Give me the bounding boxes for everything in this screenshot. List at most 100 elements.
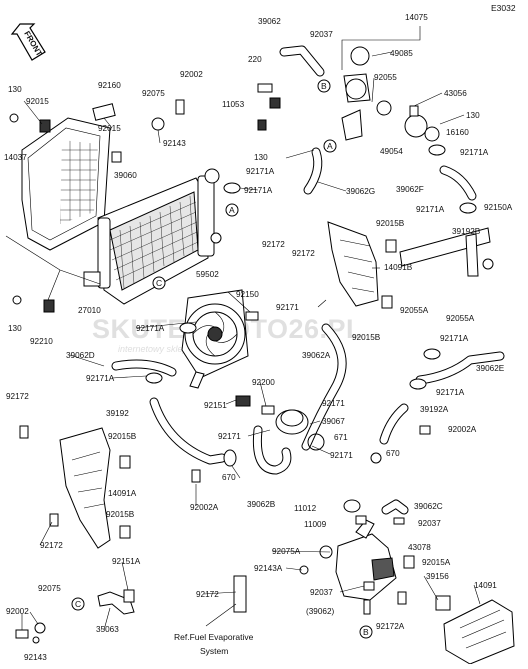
label-87: 92143 [24,653,47,662]
label-17: 130 [8,85,22,94]
label-30: 92172 [262,240,285,249]
front-arrow-icon: FRONT [10,23,46,61]
label-14: 92002 [180,70,203,79]
label-57: 92002A [448,425,477,434]
label-49: 92200 [252,378,275,387]
label-78: 92075 [38,584,61,593]
label-79: 92172 [196,590,219,599]
bolt-92002-b [15,629,29,639]
label-18: 92015 [98,124,121,133]
clamp-92171a-b [459,202,477,214]
bolt-92002a-b [191,469,201,483]
label-63: 670 [222,473,236,482]
label-68: 39062C [414,502,443,511]
side-guard-14091a [59,427,111,549]
cap-11012 [343,499,361,513]
watermark-sub: internetowy sklep motocyklowy [118,344,242,354]
label-3: 14075 [405,13,428,22]
bolt-92172a [397,591,407,605]
leader-lines [21,26,481,631]
label-56: 39067 [322,417,345,426]
bracket-92172-lower [233,575,247,613]
label-76: 92143A [254,564,283,573]
callout-c-upper-label: C [156,278,162,288]
collar-92143-b [32,636,40,644]
grommet-92075-b [34,622,46,634]
label-35: 59502 [196,270,219,279]
label-44: 92171A [440,334,469,343]
o-ring-92055 [376,100,392,116]
label-74: 43078 [408,543,431,552]
cap-16160 [424,126,440,142]
label-65: 92002A [190,503,219,512]
radiator-shroud-14037 [21,117,111,251]
washer-92200 [261,405,275,415]
label-71: 92037 [418,519,441,528]
bolt-92172-a [19,425,29,439]
callout-a-lower-label: A [327,141,333,151]
label-48: 92171A [86,374,115,383]
bracket-35063 [97,591,135,615]
callout-b-lower-label: B [363,627,369,637]
label-47: 39062E [476,364,505,373]
nut-92015b-b [381,295,393,309]
label-64: 14091A [108,489,137,498]
label-77: 92015A [422,558,451,567]
label-2: 92037 [310,30,333,39]
label-32: 39192B [452,227,481,236]
callout-c-lower [71,597,85,611]
bolt-130-b [12,295,22,305]
label-80: 92037 [310,588,333,597]
radiator-core-39060 [97,168,222,305]
label-9: 130 [466,111,480,120]
label-29: 92015B [376,219,405,228]
label-81: 39156 [426,572,449,581]
label-11: 49054 [380,147,403,156]
label-22: 39060 [114,171,137,180]
label-25: 39062G [346,187,375,196]
fitting-92151 [235,395,251,407]
cap-11009 [355,515,367,525]
bolt-220 [257,83,273,93]
label-41: 92055A [400,306,429,315]
side-guard-14091b [327,221,379,307]
label-72: 92172 [40,541,63,550]
clip-92037-b [363,581,375,591]
label-83: 92002 [6,607,29,616]
guard-14091 [435,595,515,665]
label-86: 92172A [376,622,405,631]
bolt-130-c [257,119,267,131]
callout-a-lower [323,139,337,153]
label-10: 16160 [446,128,469,137]
clamp-92171a-c [223,182,241,194]
label-50: 92171A [436,388,465,397]
label-20: 14037 [4,153,27,162]
bolt-130-a [9,113,19,123]
label-69: 92015B [106,510,135,519]
thermostat-49054 [404,114,428,138]
label-43: 92015B [352,333,381,342]
valve-43056 [409,105,419,117]
fuel-evap-note: Ref.Fuel Evaporative [174,632,254,642]
label-53: 92151 [204,401,227,410]
clamp-92171a-f [423,348,441,360]
label-26: 39062F [396,185,424,194]
label-55: 39192A [420,405,449,414]
label-54: 92171 [322,399,345,408]
label-45: 39062D [66,351,95,360]
thermostat-housing-14075 [341,46,371,141]
label-21: 130 [254,153,268,162]
label-39: 92171A [136,324,165,333]
label-4: 49085 [390,49,413,58]
label-23: 92171A [246,167,275,176]
label-70: 11009 [304,520,327,529]
label-1: 39062 [258,17,281,26]
nut-92151a [123,589,135,603]
label-42: 92055A [446,314,475,323]
callout-c-lower-label: C [75,599,81,609]
label-24: 92171A [244,186,273,195]
label-15: 92075 [142,89,165,98]
nut-92210 [43,299,55,313]
label-19: 92143 [163,139,186,148]
